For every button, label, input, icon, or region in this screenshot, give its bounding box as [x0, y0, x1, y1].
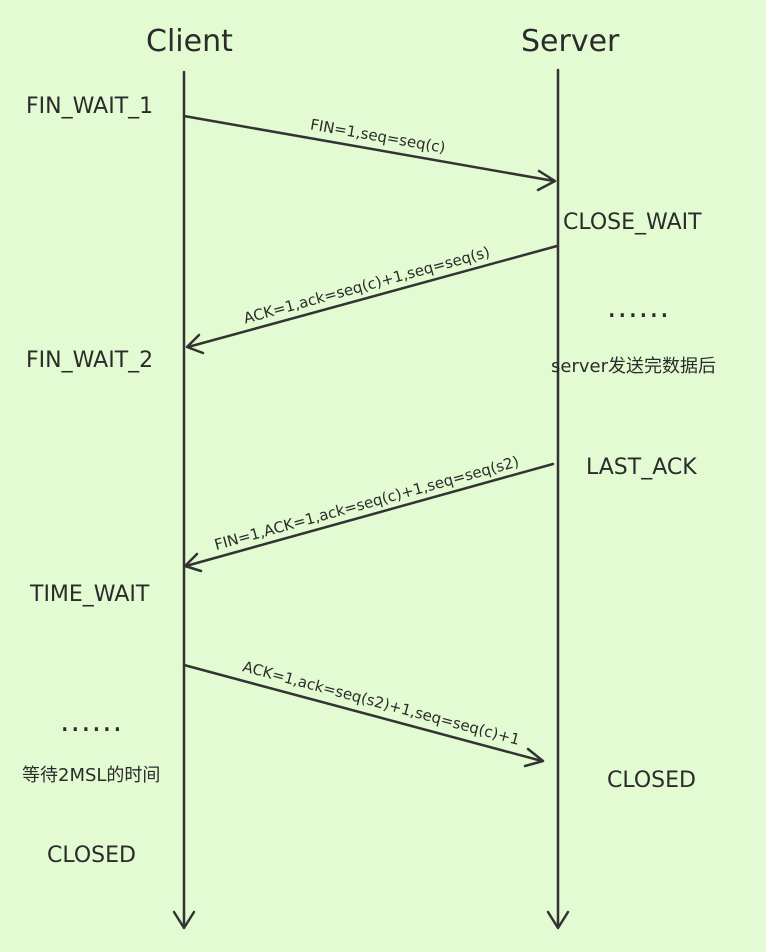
client-wait-2msl-note: 等待2MSL的时间 [22, 765, 161, 786]
client-state-fin-wait-1: FIN_WAIT_1 [26, 94, 154, 119]
server-ellipsis: ...... [607, 290, 671, 325]
message-3-arrow [184, 462, 555, 568]
server-state-close-wait: CLOSE_WAIT [563, 210, 702, 235]
message-4-label: ACK=1,ack=seq(s2)+1,seq=seq(c)+1 [241, 657, 522, 748]
message-1-arrow [182, 114, 556, 183]
message-3-label: FIN=1,ACK=1,ack=seq(c)+1,seq=seq(s2) [212, 452, 521, 554]
server-state-closed: CLOSED [607, 768, 696, 793]
server-state-last-ack: LAST_ACK [586, 455, 697, 480]
client-lifeline-arrowhead [172, 910, 196, 930]
message-4-arrowhead [523, 747, 545, 768]
message-3-arrowhead [183, 552, 203, 573]
client-header: Client [146, 24, 233, 59]
message-2-label: ACK=1,ack=seq(c)+1,seq=seq(s) [242, 243, 492, 328]
server-lifeline-arrowhead [546, 910, 570, 930]
server-header: Server [521, 24, 620, 59]
client-state-fin-wait-2: FIN_WAIT_2 [26, 348, 154, 373]
message-4-arrow [182, 663, 544, 763]
message-1-arrowhead [536, 169, 557, 192]
client-ellipsis: ...... [60, 704, 124, 739]
client-state-closed: CLOSED [47, 843, 136, 868]
message-2-arrow [186, 244, 559, 349]
message-2-arrowhead [185, 333, 205, 355]
server-data-sent-note: server发送完数据后 [551, 356, 716, 377]
client-state-time-wait: TIME_WAIT [30, 582, 150, 607]
